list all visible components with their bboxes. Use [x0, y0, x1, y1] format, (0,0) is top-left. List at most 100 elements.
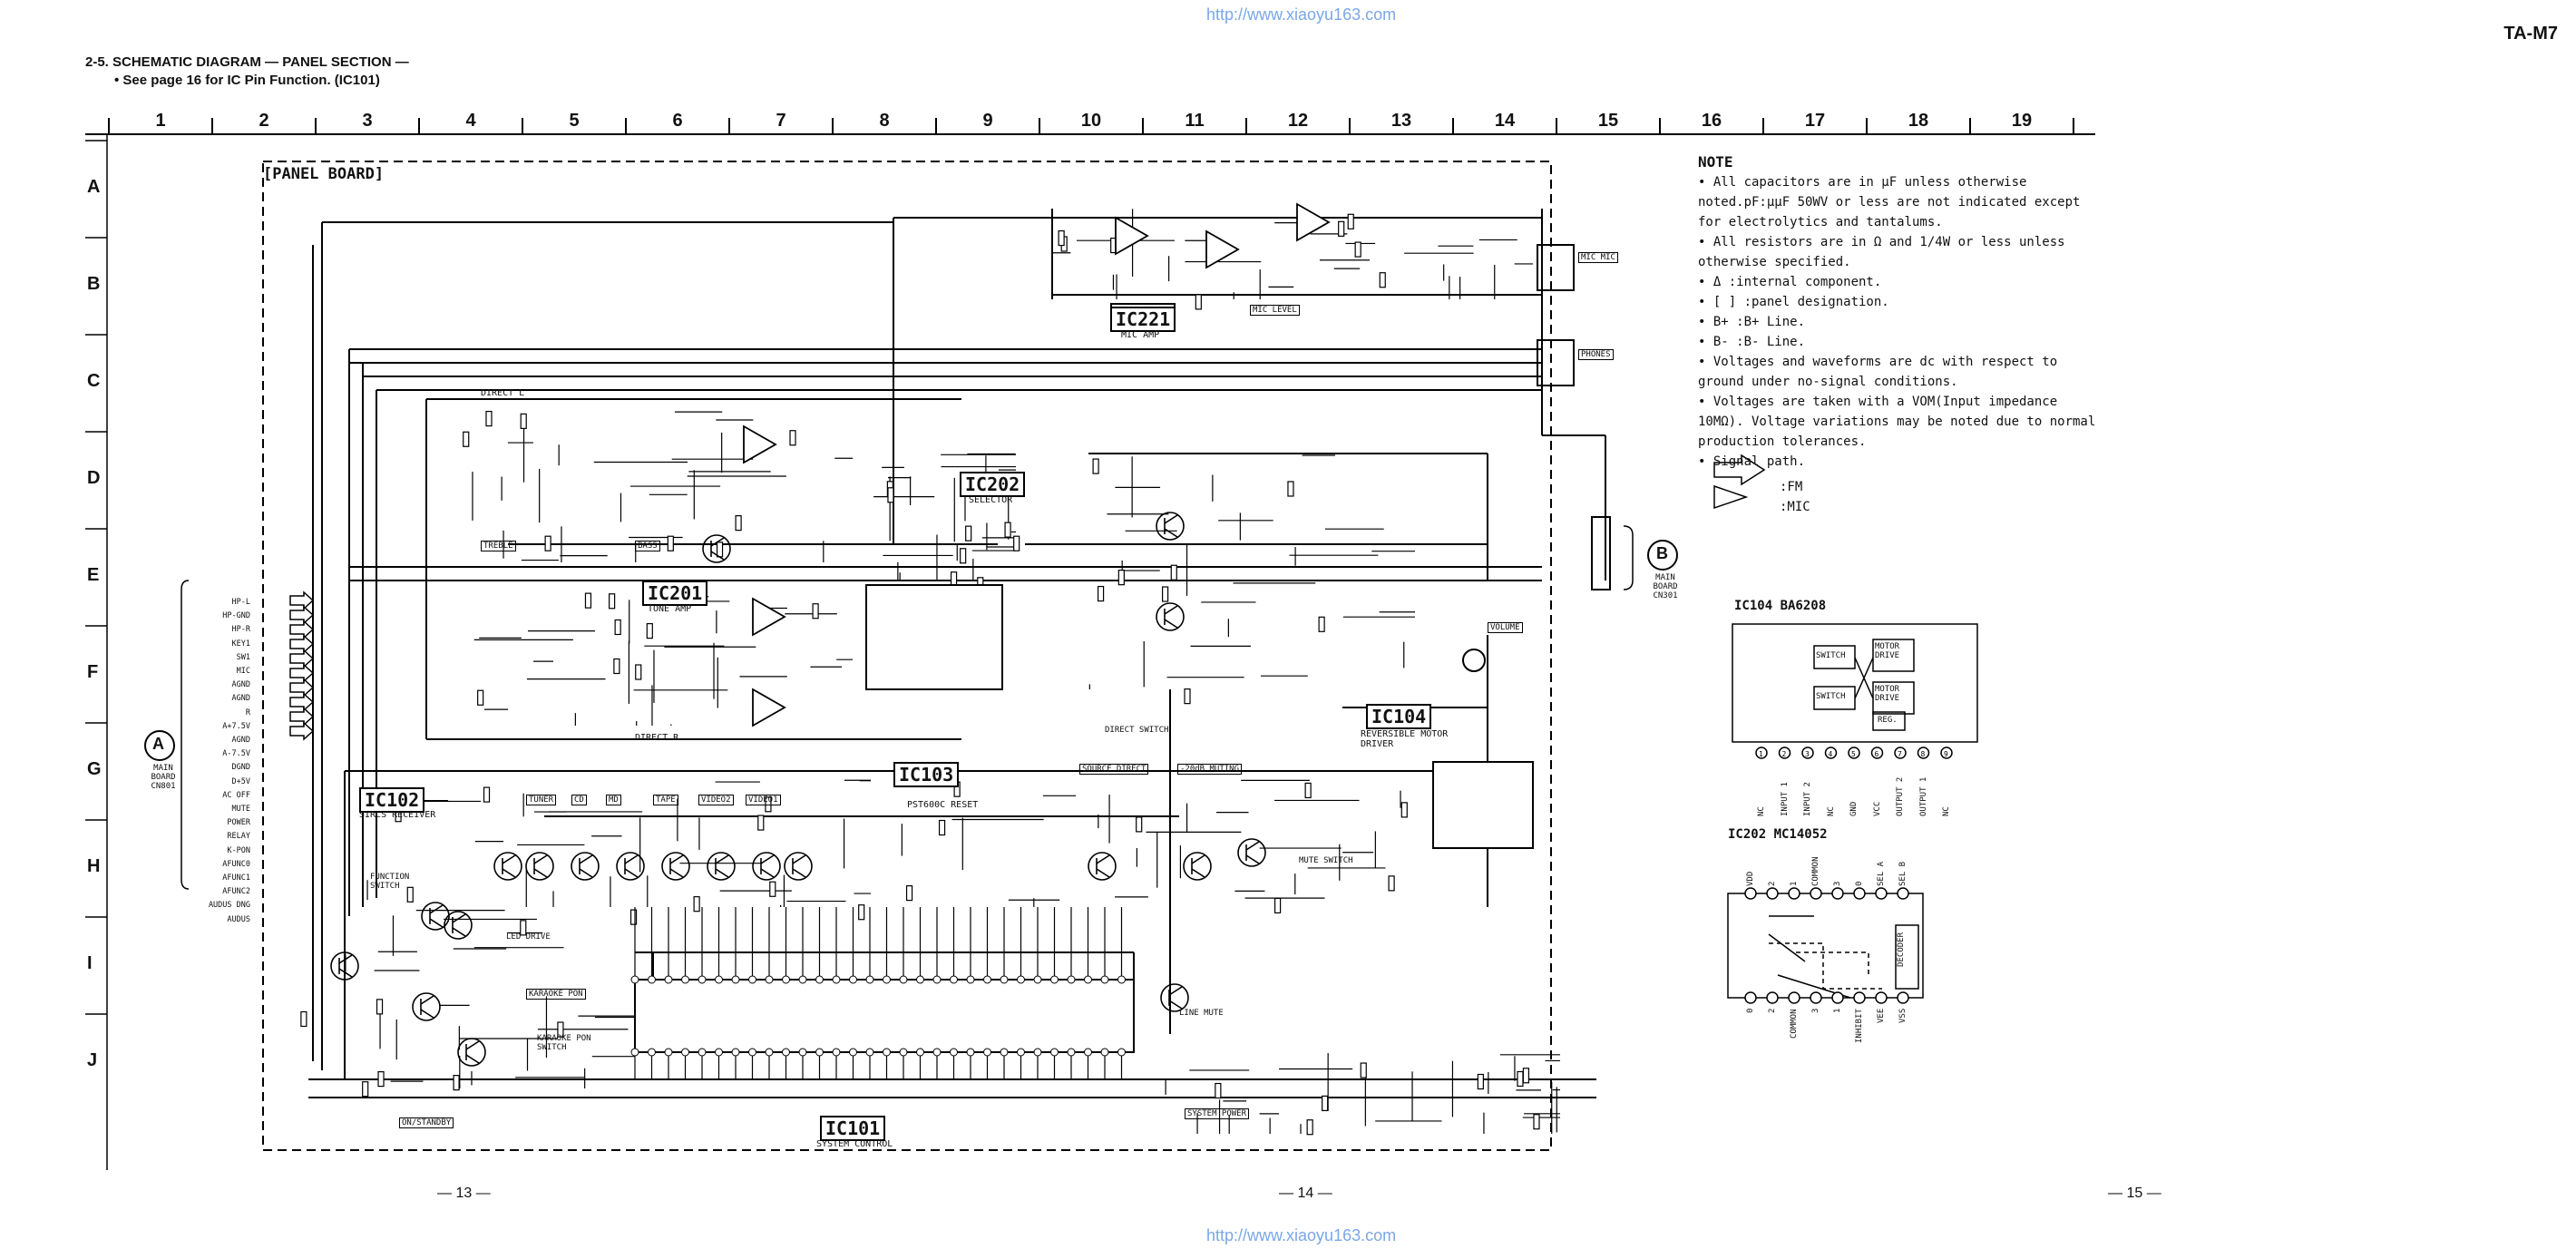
- ic202-bottom-pin-label: INHIBIT: [1855, 1009, 1864, 1043]
- ic101-desc: SYSTEM CONTROL: [816, 1139, 893, 1149]
- ic102-label: IC102: [359, 787, 425, 813]
- direct-l-label: DIRECT L: [481, 388, 525, 398]
- connector-pin-label: K-PON: [227, 845, 250, 855]
- muting-label: -20dB MUTING: [1177, 764, 1243, 775]
- connector-b-desc: MAIN BOARD CN301: [1653, 573, 1678, 600]
- ic202-top-pin-label: VDD: [1746, 871, 1755, 886]
- fm-legend: :FM: [1780, 480, 1803, 494]
- phones-jack-label: PHONES: [1578, 349, 1614, 360]
- note-item: • B- :B- Line.: [1698, 335, 1806, 349]
- ic201-desc: TONE AMP: [648, 604, 692, 614]
- video1-label: VIDEO1: [746, 795, 781, 805]
- ic104-pin-label: GND: [1849, 801, 1859, 816]
- note-item: • Voltages are taken with a VOM(Input im…: [1698, 395, 2096, 449]
- connector-pin-label: R: [245, 707, 250, 717]
- karaoke-pon-label: KARAOKE PON: [526, 989, 586, 1000]
- note-item: • All resistors are in Ω and 1/4W or les…: [1698, 235, 2065, 269]
- ic202-top-pin-label: SEL B: [1898, 861, 1908, 886]
- ic104-pin-label: NC: [1757, 806, 1766, 816]
- ic202-bottom-pin-label: VEE: [1877, 1009, 1886, 1024]
- column-number: 10: [1080, 111, 1102, 131]
- svg-text:4: 4: [1829, 750, 1833, 758]
- column-number: 8: [879, 111, 890, 131]
- connector-pin-label: AFUNC2: [222, 887, 250, 897]
- ic221-desc: MIC AMP: [1121, 330, 1160, 340]
- bass-label: BASS: [635, 541, 660, 551]
- ic202-label: IC202: [960, 472, 1026, 497]
- ic104-label: IC104: [1366, 704, 1432, 729]
- ic202-top-pin-label: SEL A: [1877, 861, 1886, 886]
- row-letter: I: [87, 952, 93, 973]
- connector-pin-label: AFUNC0: [222, 859, 250, 869]
- ic202-top-pin-label: 0: [1855, 881, 1864, 886]
- notes-panel: NOTE • All capacitors are in µF unless o…: [1698, 152, 2097, 517]
- page-subtitle: • See page 16 for IC Pin Function. (IC10…: [114, 73, 380, 88]
- video2-label: VIDEO2: [698, 795, 734, 805]
- connector-pin-label: AGND: [231, 736, 250, 746]
- svg-text:1: 1: [1759, 750, 1763, 758]
- model-number: TA-M7: [2503, 24, 2558, 44]
- connector-b-letter: B: [1656, 544, 1668, 562]
- watermark-url: http://www.xiaoyu163.com: [1206, 5, 1397, 24]
- connector-pin-label: HP-R: [231, 625, 250, 635]
- mic-legend: :MIC: [1780, 500, 1810, 514]
- row-letter: D: [87, 467, 101, 488]
- notes-list: • All capacitors are in µF unless otherw…: [1698, 172, 2097, 472]
- connector-pin-label: A+7.5V: [222, 721, 250, 731]
- ic104-pin-label: NC: [1826, 806, 1836, 816]
- ic202-decoder: DECODER: [1897, 932, 1906, 967]
- page-number-13: — 13 —: [437, 1186, 491, 1201]
- ic202-top-pin-label: 1: [1790, 881, 1799, 886]
- connector-pin-label: POWER RELAY: [227, 818, 250, 842]
- row-letter: C: [87, 370, 101, 391]
- connector-pin-label: HP-GND: [222, 611, 250, 621]
- column-number: 9: [982, 111, 993, 131]
- svg-text:8: 8: [1921, 750, 1926, 758]
- connector-a-letter: A: [152, 735, 164, 753]
- connector-pin-label: A-7.5V: [222, 749, 250, 759]
- column-number: 1: [155, 111, 166, 131]
- note-item: • All capacitors are in µF unless otherw…: [1698, 175, 2081, 229]
- note-item: • [ ] :panel designation.: [1698, 295, 1889, 309]
- connector-pin-label: HP-L: [231, 598, 250, 607]
- row-letter: A: [87, 176, 101, 197]
- column-number: 19: [2011, 111, 2033, 131]
- system-power-label: SYSTEM POWER: [1185, 1108, 1250, 1119]
- column-number: 12: [1287, 111, 1309, 131]
- tuner-label: TUNER: [526, 795, 557, 805]
- ic202-desc: SELECTOR: [969, 495, 1013, 505]
- note-item: • Δ :internal component.: [1698, 275, 1882, 289]
- notes-title: NOTE: [1698, 153, 1733, 171]
- connector-pin-label: SW1: [236, 652, 250, 662]
- md-label: MD: [606, 795, 621, 805]
- column-number: 2: [259, 111, 269, 131]
- connector-pin-label: D+5V: [231, 776, 250, 786]
- row-letter: B: [87, 273, 101, 294]
- mic-level-label: MIC LEVEL: [1250, 305, 1300, 316]
- line-mute-label: LINE MUTE: [1179, 1009, 1224, 1018]
- panel-board-label: [PANEL BOARD]: [263, 165, 385, 183]
- column-number: 6: [672, 111, 683, 131]
- connector-pin-label: AUDUS DNG: [208, 901, 250, 911]
- ic202-bottom-pin-label: 0: [1746, 1009, 1755, 1014]
- row-letter: E: [87, 564, 100, 585]
- note-item: • Signal path.: [1698, 454, 1806, 469]
- page-number-14: — 14 —: [1279, 1186, 1332, 1201]
- column-number: 11: [1185, 111, 1205, 131]
- row-letter: G: [87, 758, 102, 779]
- ic101-label: IC101: [820, 1116, 886, 1141]
- column-number: 18: [1908, 111, 1929, 131]
- led-drive-label: LED DRIVE: [506, 932, 551, 942]
- ic104-pin-label: OUTPUT 2: [1896, 776, 1905, 816]
- connector-pin-label: AC OFF MUTE: [222, 790, 250, 815]
- svg-text:9: 9: [1944, 750, 1948, 758]
- ic104-pin-label: INPUT 1: [1780, 782, 1790, 816]
- note-item: • B+ :B+ Line.: [1698, 315, 1806, 329]
- column-number: 5: [569, 111, 580, 131]
- ic104-pin-label: OUTPUT 1: [1918, 776, 1928, 816]
- ic104-pin-label: INPUT 2: [1803, 782, 1812, 816]
- ic202-bottom-pin-label: COMMON: [1790, 1009, 1799, 1039]
- cd-label: CD: [571, 795, 587, 805]
- ic103-desc: PST600C RESET: [907, 800, 979, 810]
